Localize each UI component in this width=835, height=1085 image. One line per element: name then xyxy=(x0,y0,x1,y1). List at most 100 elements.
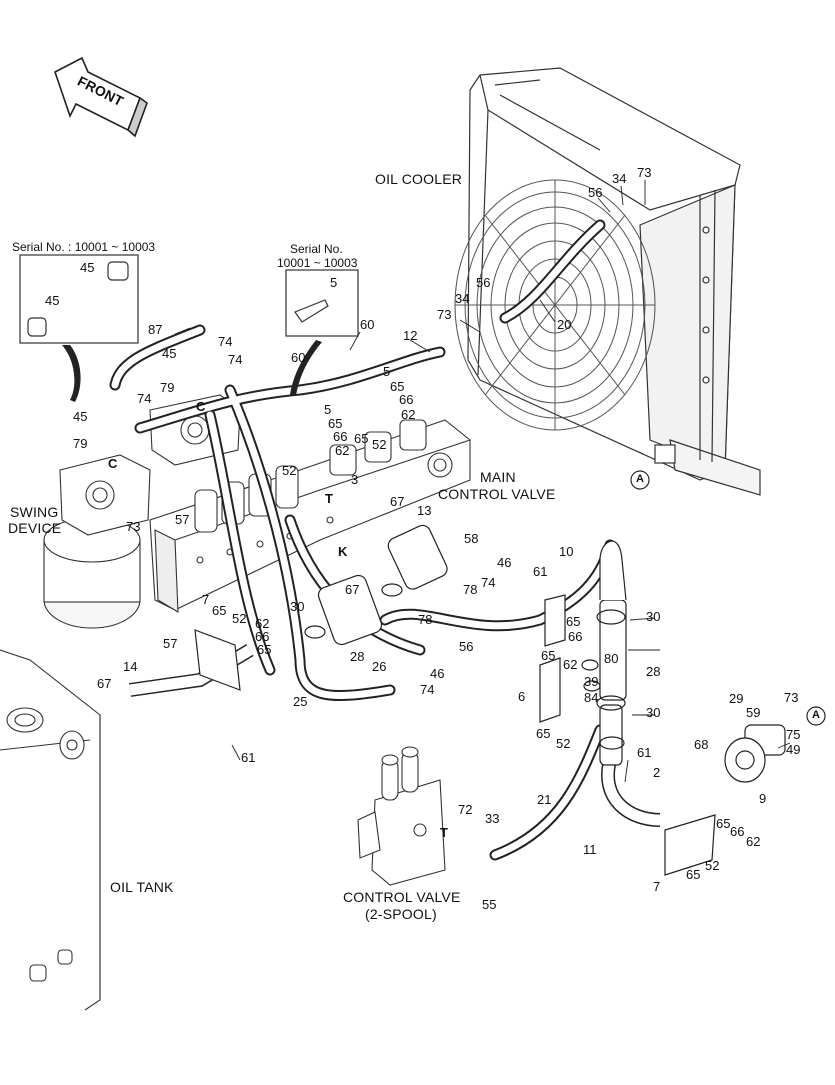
part-number: 30 xyxy=(290,599,305,614)
control-valve-label-1: CONTROL VALVE xyxy=(343,889,461,905)
part-number: 62 xyxy=(401,407,416,422)
part-number: 45 xyxy=(162,346,177,361)
port-k: K xyxy=(338,544,348,559)
part-number: 67 xyxy=(97,676,112,691)
part-number: 78 xyxy=(418,612,433,627)
part-number: 34 xyxy=(455,291,470,306)
oil-cooler-label: OIL COOLER xyxy=(375,171,463,187)
clamps xyxy=(304,583,626,750)
part-number: 21 xyxy=(537,792,552,807)
part-number: 68 xyxy=(694,737,709,752)
part-number: 7 xyxy=(202,592,210,607)
part-number: 66 xyxy=(568,629,583,644)
part-number: 28 xyxy=(350,649,365,664)
part-number: 61 xyxy=(637,745,652,760)
front-arrow-icon xyxy=(54,56,148,138)
part-number: 65 xyxy=(257,642,272,657)
part-number: 45 xyxy=(73,409,88,424)
pipes xyxy=(129,524,786,827)
oil-tank-label: OIL TANK xyxy=(110,879,174,895)
part-number: 73 xyxy=(437,307,452,322)
part-number: 5 xyxy=(330,275,338,290)
part-number: 11 xyxy=(583,842,597,857)
part-number: 65 xyxy=(686,867,701,882)
oil-tank xyxy=(0,649,101,1011)
part-number: 20 xyxy=(557,317,572,332)
part-number: 65 xyxy=(390,379,405,394)
part-number: 73 xyxy=(784,690,799,705)
part-number: 79 xyxy=(73,436,88,451)
part-number: 74 xyxy=(137,391,152,406)
control-valve-2spool xyxy=(357,746,446,886)
port-t-2spool: T xyxy=(440,825,448,840)
part-number: 33 xyxy=(485,811,500,826)
part-number: 10 xyxy=(559,544,574,559)
part-number: 7 xyxy=(653,879,661,894)
leader-swoosh xyxy=(62,340,322,402)
part-number: 75 xyxy=(786,727,801,742)
part-number: 45 xyxy=(45,293,60,308)
brackets xyxy=(194,594,716,876)
part-number: 30 xyxy=(646,609,661,624)
part-number: 46 xyxy=(430,666,445,681)
part-number: 65 xyxy=(328,416,343,431)
part-number: 52 xyxy=(556,736,571,751)
part-number: 62 xyxy=(746,834,761,849)
part-number: 55 xyxy=(482,897,497,912)
fan-guard xyxy=(454,179,656,431)
oil-cooler-frame xyxy=(467,67,761,496)
part-number: 56 xyxy=(459,639,474,654)
part-number: 74 xyxy=(228,352,243,367)
swing-device xyxy=(43,394,241,629)
part-number: 66 xyxy=(255,629,270,644)
part-number: 57 xyxy=(163,636,178,651)
part-number: 62 xyxy=(335,443,350,458)
part-number: 65 xyxy=(566,614,581,629)
part-number: 29 xyxy=(729,691,744,706)
part-number: 74 xyxy=(481,575,496,590)
swing-device-label-2: DEVICE xyxy=(8,520,62,536)
leader-lines xyxy=(174,180,791,783)
part-number: 52 xyxy=(372,437,387,452)
hoses-inner xyxy=(111,221,614,859)
ref-a-cooler: A xyxy=(636,473,644,485)
part-number: 59 xyxy=(746,705,761,720)
part-number: 62 xyxy=(563,657,578,672)
port-t-main: T xyxy=(325,491,333,506)
main-control-valve-label-2: CONTROL VALVE xyxy=(438,486,556,502)
part-number: 56 xyxy=(476,275,491,290)
part-number: 79 xyxy=(160,380,175,395)
part-number: 56 xyxy=(588,185,603,200)
part-number: 87 xyxy=(148,322,163,337)
part-number: 84 xyxy=(584,690,599,705)
part-number: 72 xyxy=(458,802,473,817)
part-number: 52 xyxy=(282,463,297,478)
part-number: 65 xyxy=(716,816,731,831)
part-number: 5 xyxy=(324,402,332,417)
part-number: 80 xyxy=(604,651,619,666)
part-number: 73 xyxy=(126,519,141,534)
part-number: 65 xyxy=(541,648,556,663)
part-number: 13 xyxy=(417,503,432,518)
part-number: 61 xyxy=(533,564,548,579)
swing-device-label-1: SWING xyxy=(10,504,59,520)
part-number: 67 xyxy=(390,494,405,509)
part-number: 58 xyxy=(464,531,479,546)
part-number: 60 xyxy=(291,350,306,365)
part-number: 74 xyxy=(218,334,233,349)
part-number: 28 xyxy=(646,664,661,679)
serial-label-mid-2: 10001 ~ 10003 xyxy=(277,256,358,270)
part-number: 34 xyxy=(612,171,627,186)
part-number: 52 xyxy=(232,611,247,626)
serial-box-mid xyxy=(285,269,359,337)
part-number: 9 xyxy=(759,791,767,806)
part-number: 52 xyxy=(705,858,720,873)
serial-label-mid-1: Serial No. xyxy=(290,242,343,256)
part-number: 2 xyxy=(653,765,661,780)
serial-box-left xyxy=(19,254,139,344)
part-number: 66 xyxy=(333,429,348,444)
part-number: 60 xyxy=(360,317,375,332)
part-number: 74 xyxy=(420,682,435,697)
